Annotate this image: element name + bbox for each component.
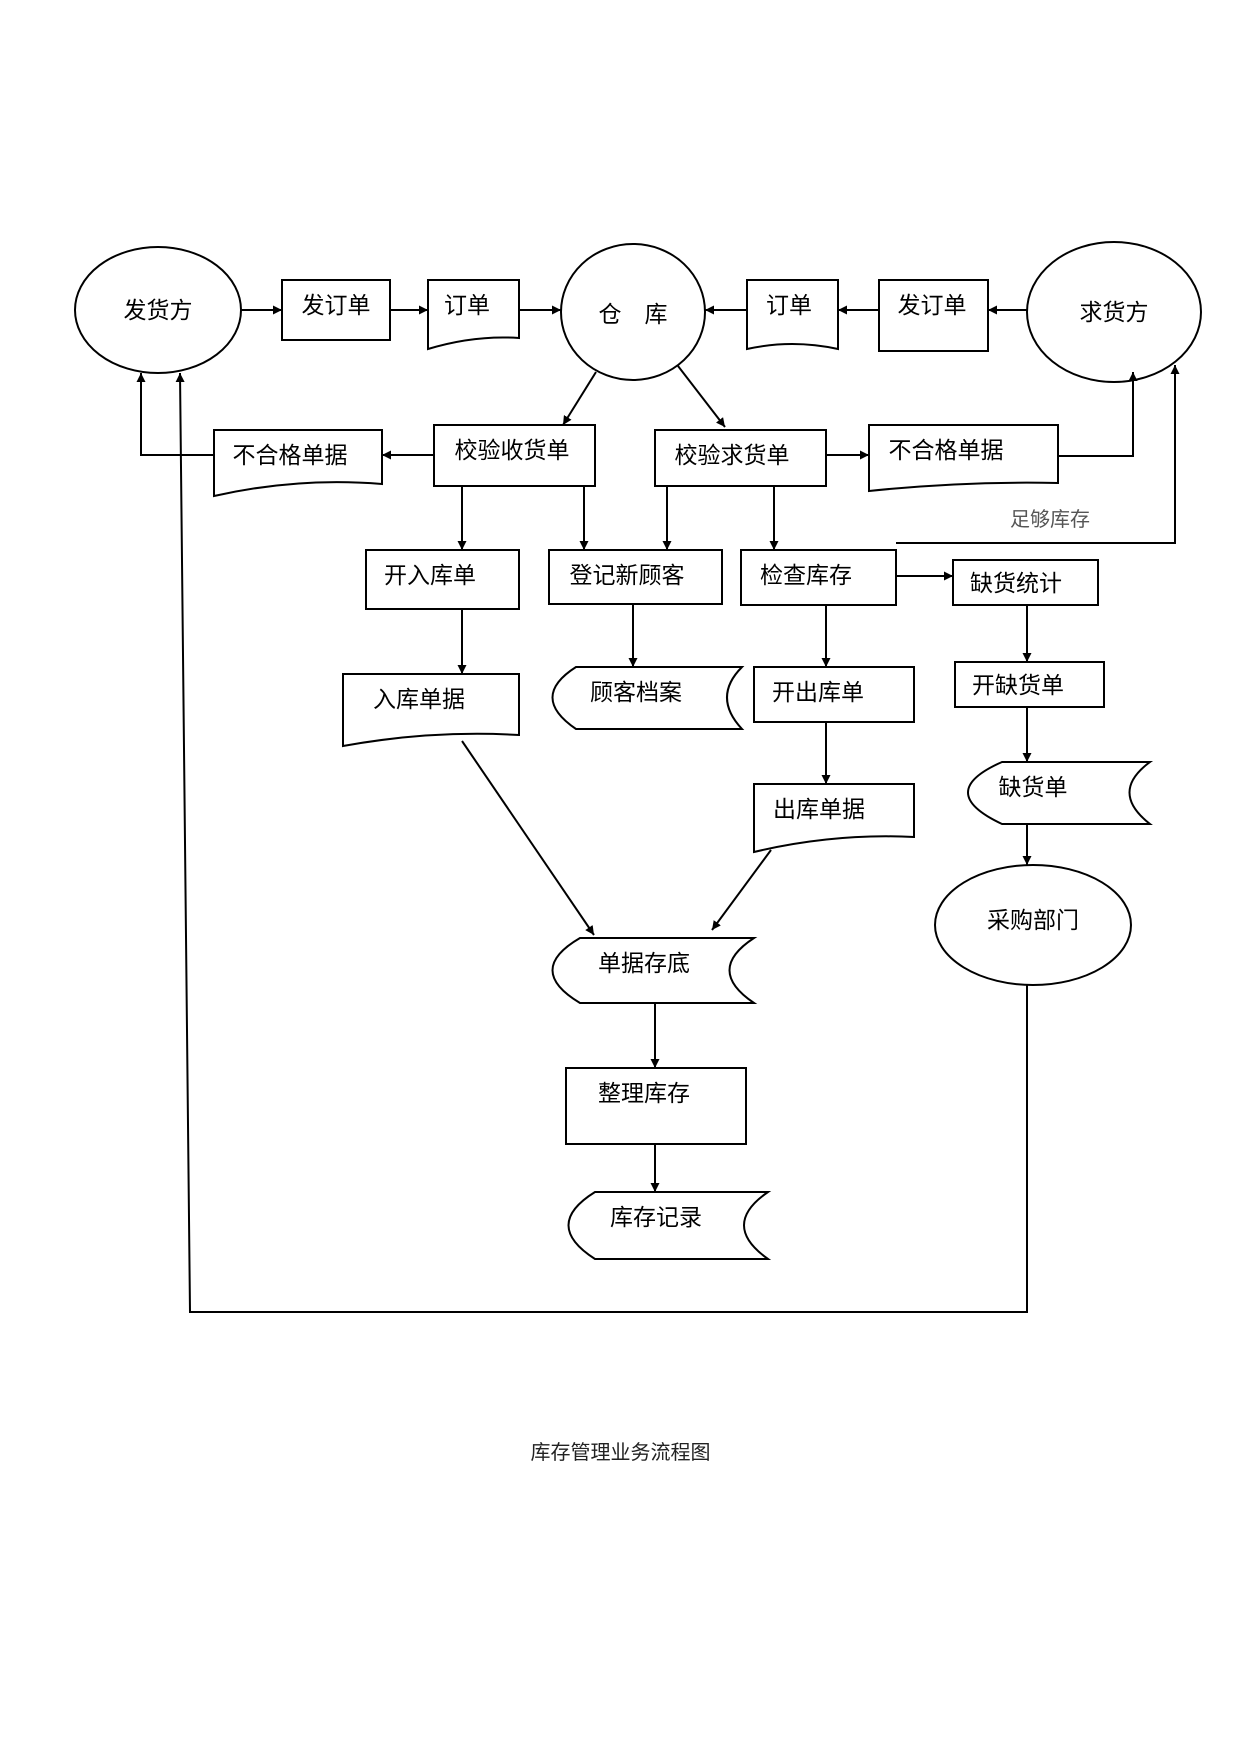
check-receipt-node: 校验收货单 [433, 424, 596, 487]
customer-node: 求货方 [1026, 241, 1202, 383]
purchasing-dept-label: 采购部门 [987, 908, 1079, 934]
customer-order-form-node: 发订单 [878, 279, 989, 352]
check-receipt-label: 校验收货单 [455, 438, 570, 464]
arrow-warehouse-to-checkrequest [677, 365, 726, 428]
customer-order-doc-node: 订单 [746, 279, 839, 351]
organize-inventory-label: 整理库存 [598, 1081, 690, 1107]
supplier-node: 发货方 [74, 246, 242, 374]
customer-order-form-label: 发订单 [898, 293, 967, 319]
shortage-doc-label: 缺货单 [999, 775, 1068, 801]
organize-inventory-node: 整理库存 [565, 1067, 747, 1145]
open-shortage-node: 开缺货单 [954, 661, 1105, 708]
doc-archive-node: 单据存底 [551, 937, 758, 1004]
supplier-order-doc-node: 订单 [427, 279, 520, 351]
open-outbound-label: 开出库单 [772, 680, 864, 706]
open-inbound-node: 开入库单 [365, 549, 520, 610]
inventory-record-label: 库存记录 [610, 1205, 702, 1231]
arrow-rejectright-to-customer [1058, 372, 1138, 457]
reject-left-label: 不合格单据 [233, 443, 348, 469]
reject-right-label: 不合格单据 [889, 438, 1004, 464]
open-inbound-label: 开入库单 [384, 563, 476, 589]
reject-right-node: 不合格单据 [868, 424, 1059, 493]
customer-label: 求货方 [1080, 300, 1149, 326]
warehouse-node: 仓 库 [560, 243, 706, 381]
arrow-inbounddoc-to-docarchive [461, 740, 595, 936]
sufficient-stock-label: 足够库存 [1010, 507, 1090, 531]
inventory-record-node: 库存记录 [567, 1191, 772, 1260]
customer-archive-label: 顾客档案 [590, 680, 682, 706]
arrow-warehouse-to-checkreceipt [562, 371, 597, 426]
arrow-purchasing-to-supplier [175, 372, 1028, 1313]
customer-archive-node: 顾客档案 [551, 666, 745, 730]
reject-left-node: 不合格单据 [213, 429, 383, 498]
purchasing-dept-node: 采购部门 [934, 864, 1132, 986]
diagram-caption: 库存管理业务流程图 [530, 1440, 711, 1464]
shortage-stats-label: 缺货统计 [970, 571, 1062, 597]
shortage-doc-node: 缺货单 [967, 761, 1154, 825]
arrow-sufficientstock-to-customer [896, 365, 1180, 544]
warehouse-label: 仓 库 [599, 302, 668, 328]
supplier-label: 发货方 [124, 298, 193, 324]
open-shortage-label: 开缺货单 [972, 673, 1064, 699]
register-customer-label: 登记新顾客 [570, 563, 685, 589]
supplier-order-form-node: 发订单 [281, 279, 391, 341]
outbound-doc-label: 出库单据 [773, 797, 865, 823]
check-request-label: 校验求货单 [675, 443, 790, 469]
outbound-doc-node: 出库单据 [753, 783, 915, 854]
doc-archive-label: 单据存底 [598, 951, 690, 977]
shortage-stats-node: 缺货统计 [952, 559, 1099, 606]
register-customer-node: 登记新顾客 [548, 549, 723, 605]
open-outbound-node: 开出库单 [753, 666, 915, 723]
supplier-order-form-label: 发订单 [302, 293, 371, 319]
check-inventory-node: 检查库存 [740, 549, 897, 606]
check-inventory-label: 检查库存 [760, 563, 852, 589]
arrow-outbounddoc-to-docarchive [711, 849, 772, 931]
check-request-node: 校验求货单 [654, 429, 827, 487]
arrow-rejectleft-to-supplier [136, 373, 214, 456]
inbound-doc-label: 入库单据 [373, 687, 465, 713]
inbound-doc-node: 入库单据 [342, 673, 520, 748]
supplier-order-doc-label: 订单 [444, 293, 490, 319]
customer-order-doc-label: 订单 [766, 293, 812, 319]
